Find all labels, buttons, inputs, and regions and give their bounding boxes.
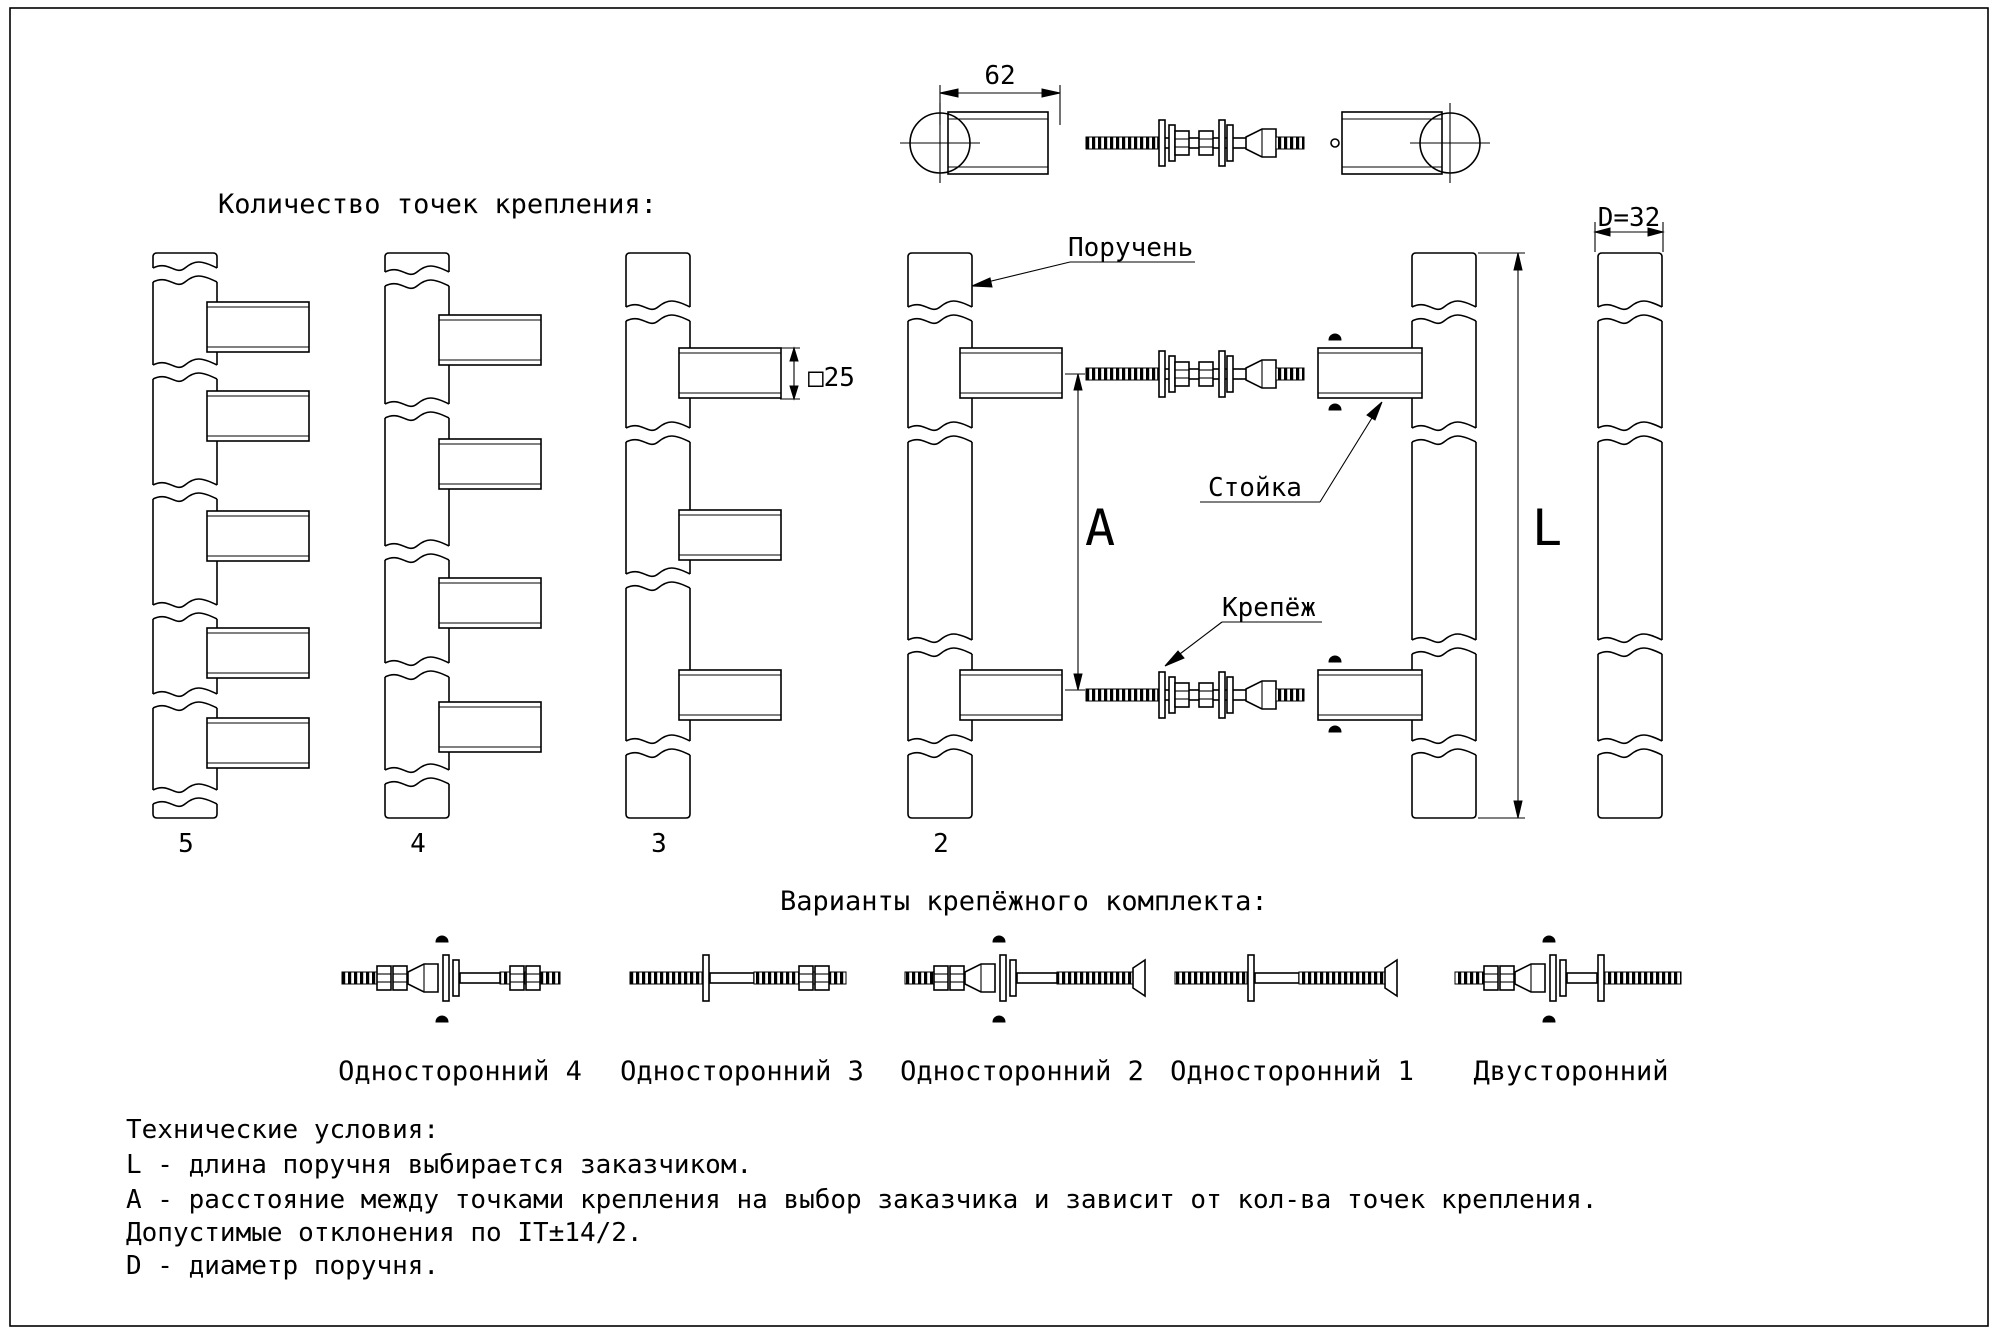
- post-4-0: [438, 314, 542, 366]
- dim-d32-text: D=32: [1598, 203, 1661, 233]
- handrail-columns: [152, 252, 1663, 819]
- dimension-square-25: [780, 346, 800, 401]
- leader-fastener: [1164, 621, 1322, 667]
- post-5-3: [206, 627, 310, 679]
- dim-a-text: A: [1085, 499, 1115, 557]
- mount-count-2: 2: [933, 829, 949, 859]
- post-bolt-head-3: [1328, 725, 1342, 733]
- handrail-col-d32: [1597, 252, 1663, 819]
- note-line-1: Технические условия:: [126, 1115, 439, 1145]
- post-bolt-head-0: [1328, 333, 1342, 341]
- post-5-2: [206, 510, 310, 562]
- top-clamp-screw: [1330, 138, 1340, 148]
- dim-square-25-text: □25: [808, 363, 855, 393]
- post-4-1: [438, 438, 542, 490]
- kit-label-3: Односторонний 2: [900, 1056, 1144, 1087]
- mount-points-title: Количество точек крепления:: [218, 189, 657, 220]
- fastener-kit-variants: [341, 935, 1682, 1023]
- kit-variant-5: [1454, 935, 1682, 1023]
- post-blocks: [206, 301, 1423, 769]
- note-line-5: D - диаметр поручня.: [126, 1251, 439, 1281]
- leader-handrail: [971, 261, 1195, 288]
- post-2-0: [959, 347, 1063, 399]
- dimension-a: [1065, 373, 1085, 691]
- post-4-3: [438, 701, 542, 753]
- post-4-2: [438, 577, 542, 629]
- mount-count-5: 5: [178, 829, 194, 859]
- mount-count-3: 3: [651, 829, 667, 859]
- post-5-1: [206, 390, 310, 442]
- note-line-2: L - длина поручня выбирается заказчиком.: [126, 1150, 752, 1180]
- post-2-1: [959, 669, 1063, 721]
- kit-label-2: Односторонний 3: [620, 1056, 864, 1087]
- post-bolt-head-2: [1328, 655, 1342, 663]
- kit-variant-3: [904, 935, 1146, 1023]
- handrail-col-5: [152, 252, 218, 819]
- note-line-3: A - расстояние между точками крепления н…: [126, 1185, 1597, 1215]
- top-clamp-left: [900, 103, 1049, 183]
- sheet-frame: [9, 7, 1989, 1327]
- post-5-0: [206, 301, 310, 353]
- handrail-col-2: [907, 252, 973, 819]
- post-5-4: [206, 717, 310, 769]
- label-fastener: Крепёж: [1222, 593, 1316, 623]
- kit-variant-1: [341, 935, 561, 1023]
- kit-variants-title: Варианты крепёжного комплекта:: [780, 886, 1268, 917]
- post-3-2: [678, 669, 782, 721]
- post-3-1: [678, 509, 782, 561]
- dimension-62: [939, 85, 1061, 125]
- leader-post: [1200, 401, 1383, 503]
- post-right-0: [1317, 347, 1423, 399]
- handrail-col-4: [384, 252, 450, 819]
- kit-variant-2: [629, 954, 847, 1002]
- fastener-bolt-top: [1085, 119, 1305, 167]
- kit-label-5: Двусторонний: [1473, 1056, 1668, 1087]
- label-post: Стойка: [1208, 473, 1302, 503]
- top-view-detail: [900, 103, 1490, 183]
- post-3-0: [678, 347, 782, 399]
- fastener-bolt-upper: [1085, 350, 1305, 398]
- kit-label-1: Односторонний 4: [338, 1056, 582, 1087]
- handrail-col-right: [1411, 252, 1477, 819]
- note-line-4: Допустимые отклонения по IT±14/2.: [126, 1218, 643, 1248]
- technical-notes: Технические условия: L - длина поручня в…: [126, 1115, 1597, 1281]
- dim-62-text: 62: [984, 61, 1015, 91]
- mount-count-4: 4: [410, 829, 426, 859]
- label-handrail: Поручень: [1068, 233, 1193, 263]
- fastener-bolt-lower: [1085, 671, 1305, 719]
- top-clamp-right: [1341, 103, 1490, 183]
- dimension-l: [1478, 252, 1525, 819]
- dimension-d32: [1593, 222, 1665, 252]
- post-bolt-head-1: [1328, 403, 1342, 411]
- dim-l-text: L: [1532, 499, 1562, 557]
- kit-variant-4: [1174, 954, 1398, 1002]
- kit-label-4: Односторонний 1: [1170, 1056, 1414, 1087]
- post-right-1: [1317, 669, 1423, 721]
- fastener-bolts: [1085, 119, 1305, 719]
